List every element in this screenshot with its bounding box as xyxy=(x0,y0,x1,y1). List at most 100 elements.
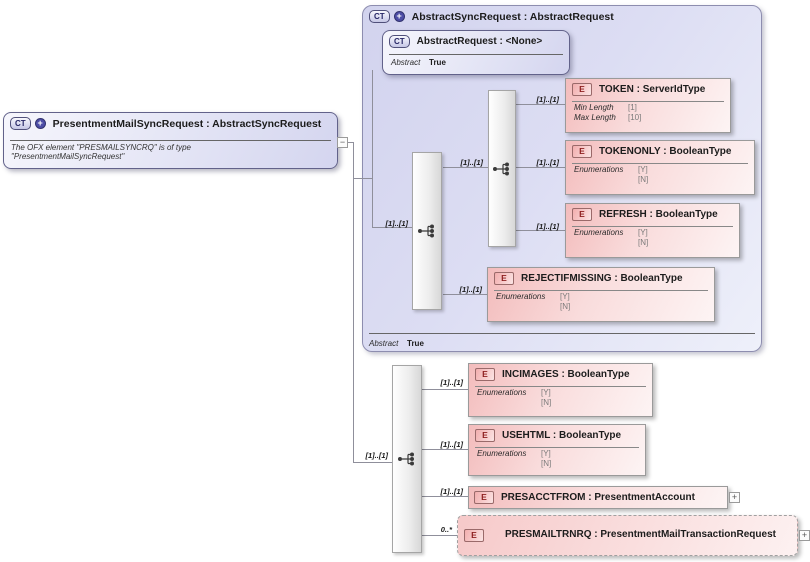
e-icon-label: E xyxy=(481,492,487,503)
element-title: PRESACCTFROM : PresentmentAccount xyxy=(501,492,695,503)
facet-label: Max Length xyxy=(574,113,616,122)
abstract-value: True xyxy=(429,58,446,67)
complex-type-icon: CT xyxy=(389,35,410,48)
sequence-compositor-upper xyxy=(488,90,516,247)
cardinality-label: [1]..[1] xyxy=(365,451,389,460)
divider xyxy=(389,54,563,55)
cardinality-label: [1]..[1] xyxy=(460,158,484,167)
facet-label: Enumerations xyxy=(574,165,624,174)
element-icon: E xyxy=(475,429,495,442)
cardinality-label: [1]..[1] xyxy=(536,95,560,104)
facet-value: [1] xyxy=(628,103,637,112)
abstract-request-type-box[interactable]: CT AbstractRequest : <None> Abstract Tru… xyxy=(382,30,570,75)
expand-button[interactable]: + xyxy=(799,530,810,541)
sequence-icon xyxy=(493,162,509,175)
element-icon: E xyxy=(464,529,484,542)
connector-line xyxy=(422,535,457,536)
type-title: AbstractRequest : <None> xyxy=(416,36,543,47)
facet-label: Enumerations xyxy=(574,228,624,237)
element-box-token[interactable]: E TOKEN : ServerIdType Min Length [1] Ma… xyxy=(565,78,731,133)
connector-line xyxy=(516,167,565,168)
element-title: TOKENONLY : BooleanType xyxy=(599,146,732,157)
divider xyxy=(369,333,755,334)
element-icon: E xyxy=(475,368,495,381)
e-icon-label: E xyxy=(482,430,488,441)
element-box-incimages[interactable]: E INCIMAGES : BooleanType Enumerations [… xyxy=(468,363,653,417)
element-icon: E xyxy=(572,145,592,158)
connector-line xyxy=(422,449,468,450)
element-icon: E xyxy=(494,272,514,285)
facet-label: Enumerations xyxy=(477,388,527,397)
connector-line xyxy=(347,142,353,143)
ct-icon-label: CT xyxy=(374,11,385,21)
abstract-value: True xyxy=(407,339,424,348)
element-title: REJECTIFMISSING : BooleanType xyxy=(521,273,683,284)
e-icon-label: E xyxy=(482,369,488,380)
facet-value: [10] xyxy=(628,113,642,122)
connector-line xyxy=(372,70,373,228)
enum-value: [Y] xyxy=(560,292,570,301)
facet-label: Enumerations xyxy=(477,449,527,458)
connector-line xyxy=(353,462,392,463)
connector-line xyxy=(516,230,565,231)
sequence-icon xyxy=(398,452,414,466)
connector-line xyxy=(443,167,488,168)
cardinality-label: [1]..[1] xyxy=(536,158,560,167)
element-icon: E xyxy=(572,208,592,221)
e-icon-label: E xyxy=(579,84,585,95)
element-title: INCIMAGES : BooleanType xyxy=(502,369,630,380)
collapse-button[interactable]: − xyxy=(337,137,348,148)
cardinality-label: [1]..[1] xyxy=(536,222,560,231)
divider xyxy=(475,447,639,448)
e-icon-label: E xyxy=(471,530,477,541)
sequence-compositor-lower xyxy=(392,365,422,553)
annotation-text: The OFX element "PRESMAILSYNCRQ" is of t… xyxy=(11,143,191,162)
enum-value: [N] xyxy=(541,398,552,407)
enum-value: [N] xyxy=(541,459,552,468)
divider xyxy=(494,290,708,291)
connector-line xyxy=(443,294,487,295)
enum-value: [N] xyxy=(638,238,649,247)
divider xyxy=(475,386,646,387)
element-box-rejectifmissing[interactable]: E REJECTIFMISSING : BooleanType Enumerat… xyxy=(487,267,715,322)
complex-type-plus-icon: CT xyxy=(369,10,390,23)
divider xyxy=(10,140,331,141)
cardinality-label: [1]..[1] xyxy=(440,487,464,496)
sequence-icon xyxy=(418,224,434,238)
element-box-presacctfrom[interactable]: E PRESACCTFROM : PresentmentAccount xyxy=(468,486,728,509)
element-title: USEHTML : BooleanType xyxy=(502,430,622,441)
connector-line xyxy=(516,104,565,105)
plus-badge-icon xyxy=(34,118,46,129)
connector-line xyxy=(372,227,413,228)
connector-line xyxy=(422,496,468,497)
divider xyxy=(572,163,748,164)
e-icon-label: E xyxy=(501,273,507,284)
ct-icon-label: CT xyxy=(15,118,26,128)
element-icon: E xyxy=(572,83,592,96)
enum-value: [N] xyxy=(560,302,571,311)
element-box-refresh[interactable]: E REFRESH : BooleanType Enumerations [Y]… xyxy=(565,203,740,258)
facet-label: Enumerations xyxy=(496,292,546,301)
enum-value: [Y] xyxy=(541,388,551,397)
e-icon-label: E xyxy=(579,209,585,220)
plus-badge-icon xyxy=(393,11,405,22)
element-box-usehtml[interactable]: E USEHTML : BooleanType Enumerations [Y]… xyxy=(468,424,646,476)
enum-value: [Y] xyxy=(638,228,648,237)
element-title: PRESMAILTRNRQ : PresentmentMailTransacti… xyxy=(505,529,776,541)
cardinality-label: [1]..[1] xyxy=(440,440,464,449)
divider xyxy=(572,101,724,102)
cardinality-label: [1]..[1] xyxy=(459,285,483,294)
type-title: PresentmentMailSyncRequest : AbstractSyn… xyxy=(52,117,322,130)
presentment-mail-sync-request-type-box[interactable]: CT PresentmentMailSyncRequest : Abstract… xyxy=(3,112,338,169)
element-box-tokenonly[interactable]: E TOKENONLY : BooleanType Enumerations [… xyxy=(565,140,755,195)
sequence-compositor-inner xyxy=(412,152,442,310)
enum-value: [Y] xyxy=(638,165,648,174)
connector-line xyxy=(353,178,372,179)
connector-line xyxy=(422,389,468,390)
element-box-presmailtrnrq[interactable]: E PRESMAILTRNRQ : PresentmentMailTransac… xyxy=(457,515,798,556)
abstract-label: Abstract xyxy=(391,58,421,67)
cardinality-label: [1]..[1] xyxy=(385,219,409,228)
divider xyxy=(572,226,733,227)
facet-label: Min Length xyxy=(574,103,614,112)
expand-button[interactable]: + xyxy=(729,492,740,503)
